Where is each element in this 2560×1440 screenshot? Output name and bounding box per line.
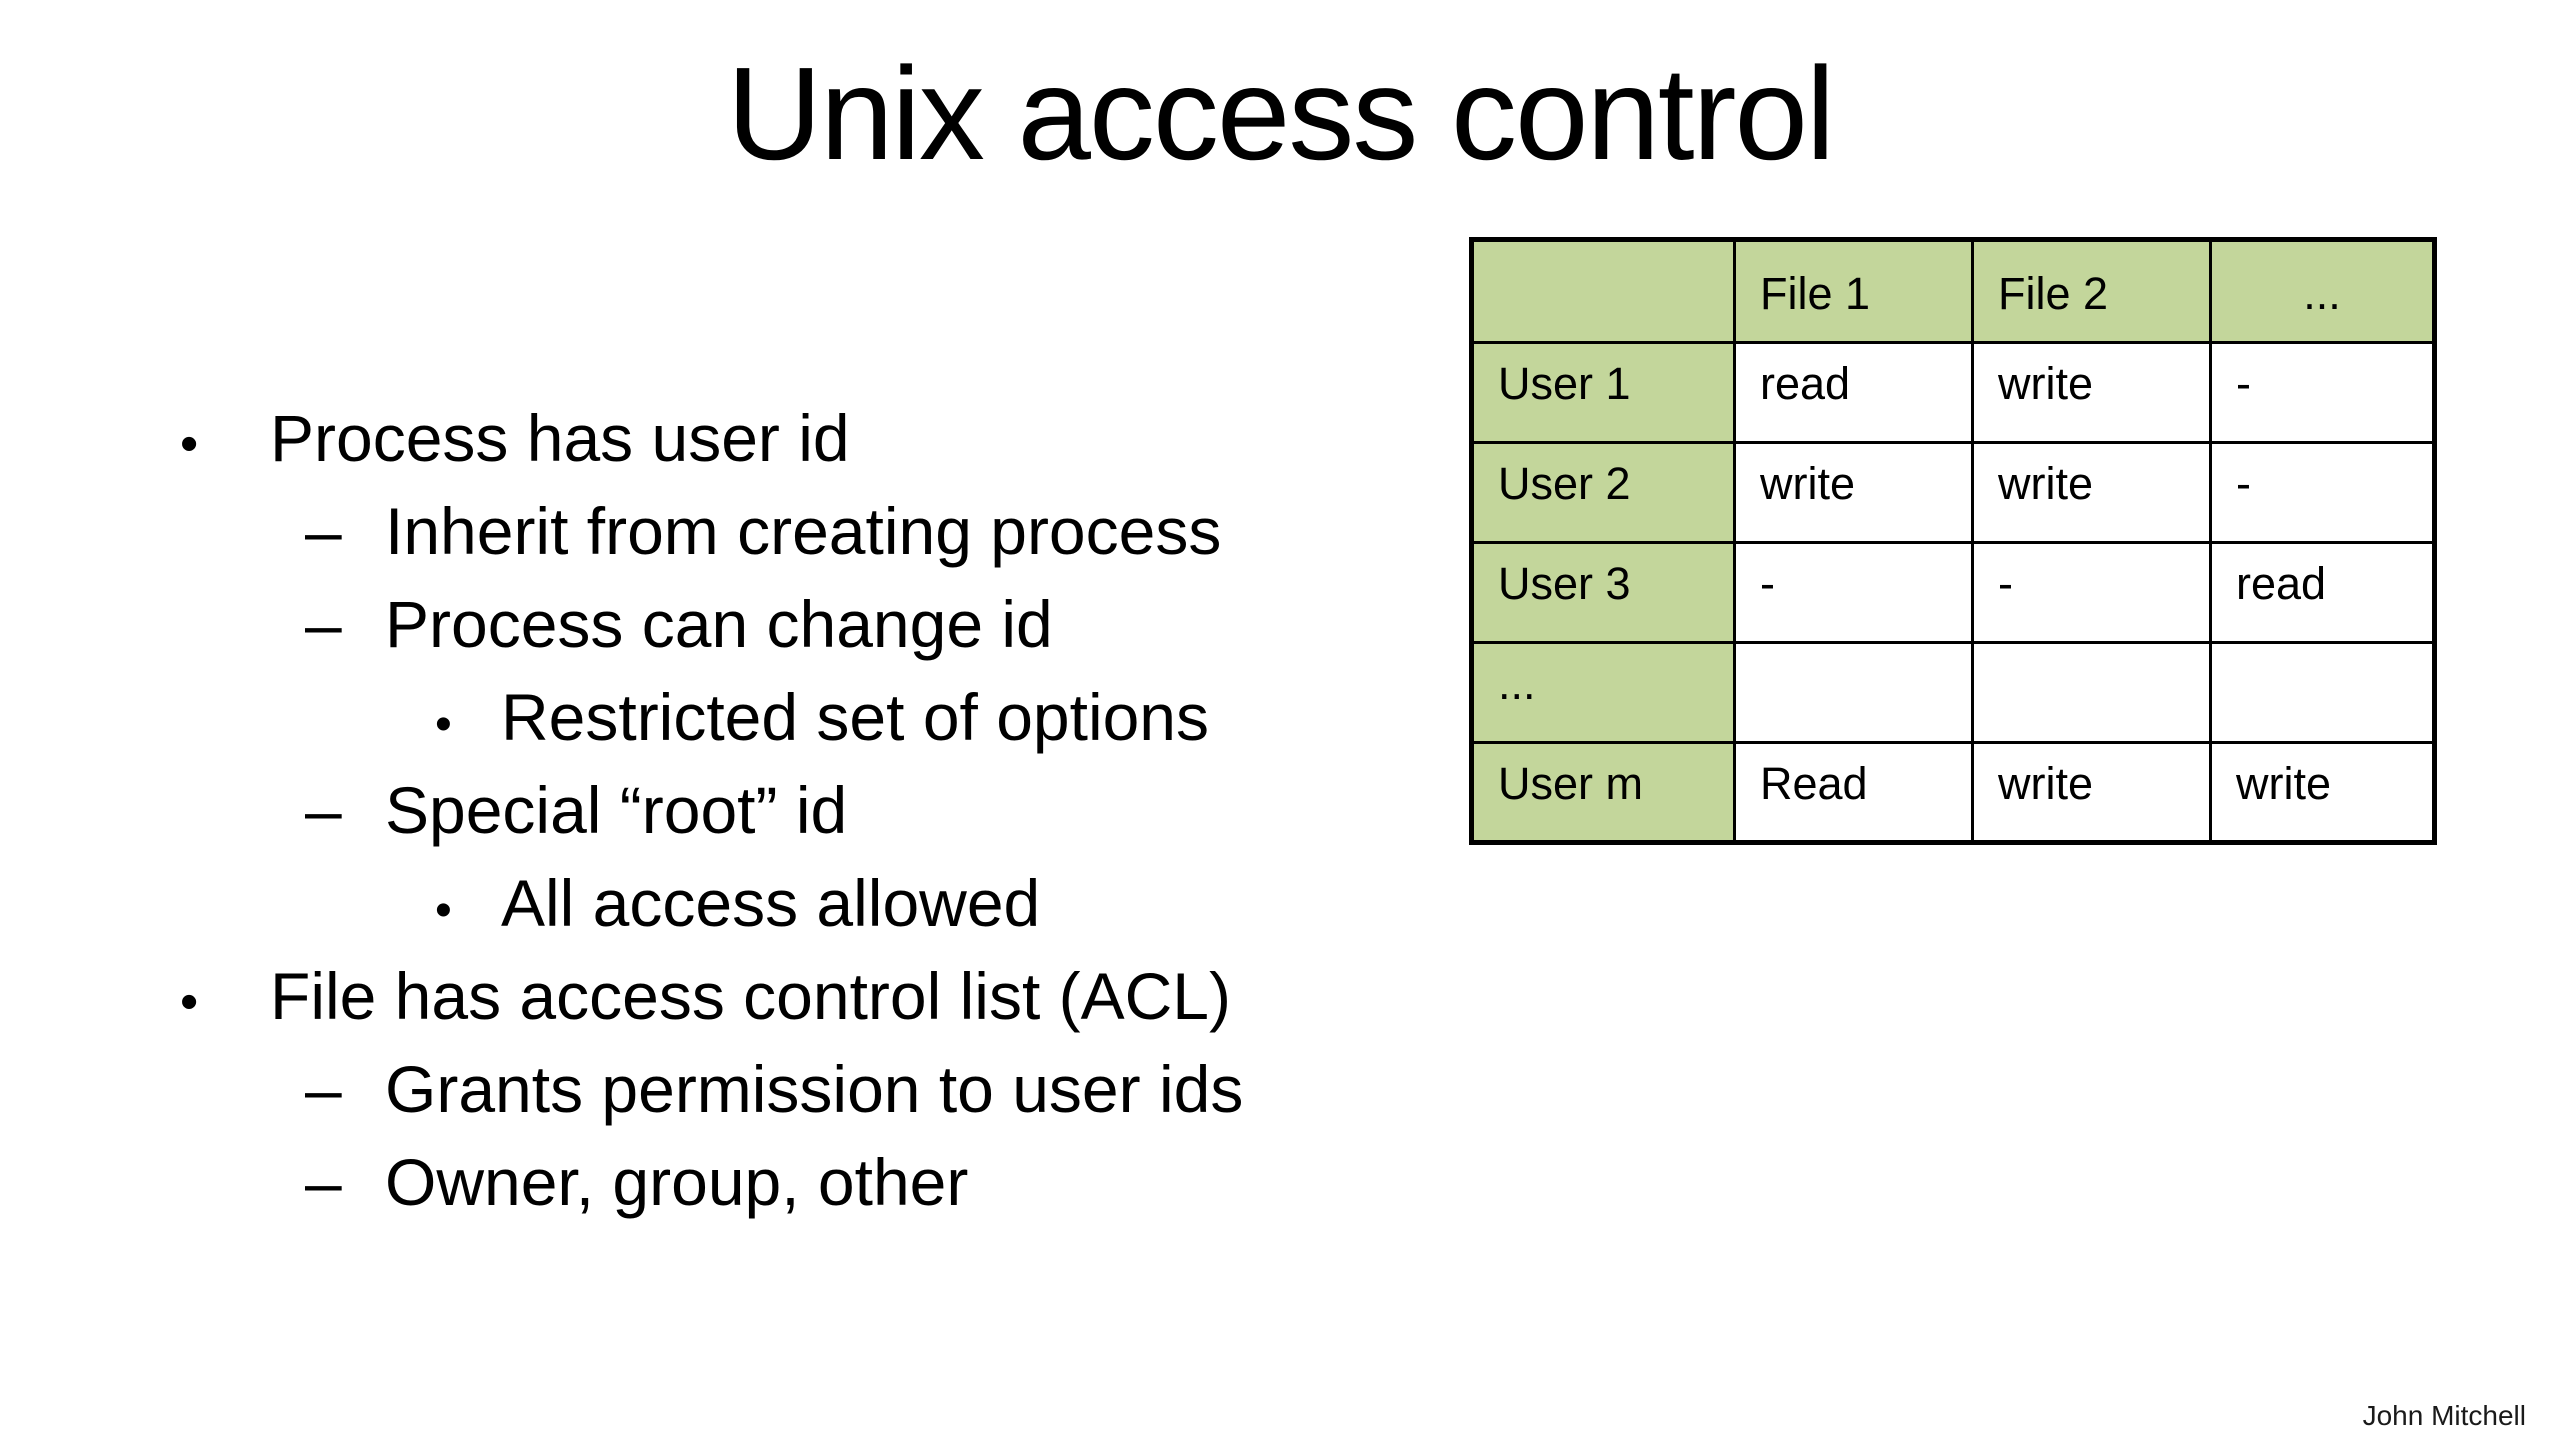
bullet-text: Special “root” id — [385, 773, 848, 847]
bullet-marker: – — [305, 773, 342, 847]
bullet-item: • Restricted set of options — [170, 671, 1440, 764]
header-cell-ellipsis: ... — [2209, 238, 2436, 344]
bullet-text: Process can change id — [385, 587, 1053, 661]
slide-title: Unix access control — [726, 40, 1835, 187]
author-credit: John Mitchell — [2362, 1400, 2526, 1431]
bullet-item: – Grants permission to user ids — [170, 1043, 1440, 1136]
bullet-marker: • — [180, 415, 199, 473]
bullet-text: Process has user id — [270, 401, 850, 475]
bullet-item: – Process can change id — [170, 578, 1440, 671]
table-cell: read — [2209, 541, 2436, 644]
table-cell: Read — [1733, 741, 1974, 844]
table-row: ... — [1470, 641, 2436, 744]
header-cell-corner — [1470, 238, 1736, 344]
table-cell: write — [1971, 441, 2212, 544]
row-label: ... — [1470, 641, 1736, 744]
bullet-item: • File has access control list (ACL) — [170, 950, 1440, 1043]
bullet-text: Grants permission to user ids — [385, 1052, 1244, 1126]
access-control-matrix: File 1 File 2 ... User 1 read write - Us… — [1469, 237, 2437, 845]
bullet-marker: – — [305, 1145, 342, 1219]
table-cell: write — [2209, 741, 2436, 844]
bullet-item: • All access allowed — [170, 857, 1440, 950]
row-label: User m — [1470, 741, 1736, 844]
table-cell: - — [1971, 541, 2212, 644]
table-cell: - — [2209, 341, 2436, 444]
header-cell-file1: File 1 — [1733, 238, 1974, 344]
row-label: User 2 — [1470, 441, 1736, 544]
table-cell: - — [2209, 441, 2436, 544]
bullet-marker: – — [305, 587, 342, 661]
table-cell: write — [1971, 341, 2212, 444]
bullet-item: – Owner, group, other — [170, 1136, 1440, 1229]
table-row: User 1 read write - — [1470, 341, 2436, 444]
table-header-row: File 1 File 2 ... — [1470, 238, 2436, 344]
bullet-list: • Process has user id – Inherit from cre… — [170, 392, 1440, 1229]
bullet-marker: • — [180, 973, 199, 1031]
row-label: User 1 — [1470, 341, 1736, 444]
row-label: User 3 — [1470, 541, 1736, 644]
table-cell — [1733, 641, 1974, 744]
table-cell: read — [1733, 341, 1974, 444]
table-cell: write — [1733, 441, 1974, 544]
bullet-text: File has access control list (ACL) — [270, 959, 1231, 1033]
table-cell — [2209, 641, 2436, 744]
table-row: User m Read write write — [1470, 741, 2436, 844]
bullet-text: Restricted set of options — [501, 680, 1210, 754]
bullet-marker: – — [305, 1052, 342, 1126]
bullet-item: – Inherit from creating process — [170, 485, 1440, 578]
table-cell: - — [1733, 541, 1974, 644]
bullet-text: All access allowed — [501, 866, 1041, 940]
bullet-marker: • — [435, 698, 452, 751]
bullet-item: • Process has user id — [170, 392, 1440, 485]
table-cell — [1971, 641, 2212, 744]
table-row: User 3 - - read — [1470, 541, 2436, 644]
header-cell-file2: File 2 — [1971, 238, 2212, 344]
bullet-marker: • — [435, 884, 452, 937]
bullet-marker: – — [305, 494, 342, 568]
bullet-item: – Special “root” id — [170, 764, 1440, 857]
table-row: User 2 write write - — [1470, 441, 2436, 544]
bullet-text: Owner, group, other — [385, 1145, 969, 1219]
table-cell: write — [1971, 741, 2212, 844]
bullet-text: Inherit from creating process — [385, 494, 1222, 568]
